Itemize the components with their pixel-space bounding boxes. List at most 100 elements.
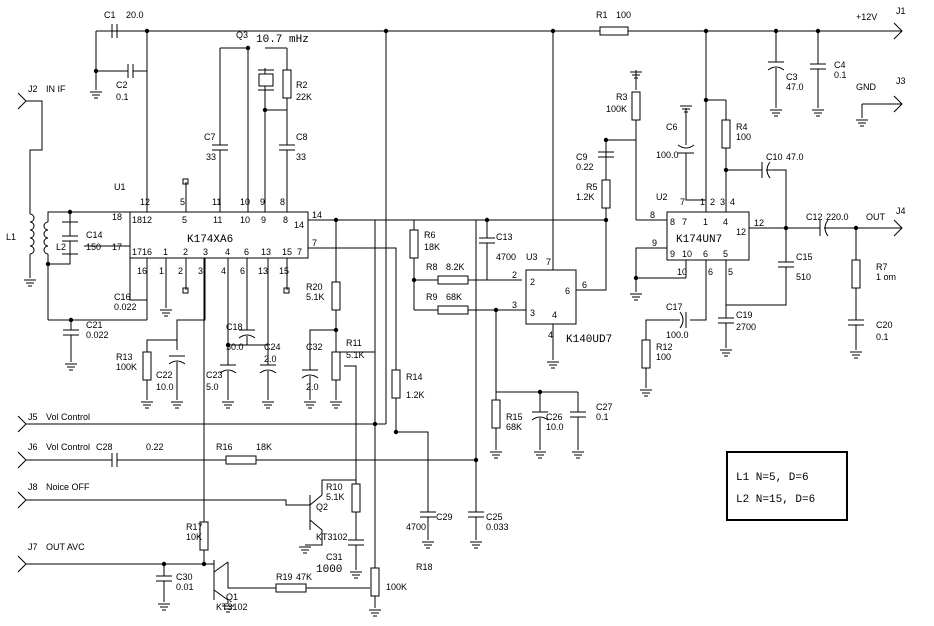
pin-u1-14: 14: [312, 210, 322, 220]
value-c2: 0.1: [116, 92, 129, 102]
value-c27: 0.1: [596, 412, 609, 422]
label-c12: C12: [806, 212, 823, 222]
label-j8: J8: [28, 482, 38, 492]
pin-u1-in-18: 18: [132, 215, 142, 225]
ic-u2: [666, 211, 750, 261]
label-c19: C19: [736, 310, 753, 320]
label-u3: U3: [526, 252, 538, 262]
resistor-r5: [601, 179, 611, 209]
value-q1: KT3102: [216, 602, 248, 612]
value-c20: 0.1: [876, 332, 889, 342]
value-r6: 18K: [424, 242, 440, 252]
resistor-r8: [437, 275, 469, 285]
resistor-r4: [721, 119, 731, 149]
label-c26: C26: [546, 412, 563, 422]
label-l2: L2: [56, 242, 66, 252]
value-q3: 10.7 mHz: [256, 34, 309, 46]
label-j4: J4: [896, 206, 906, 216]
crystal-q3: [258, 73, 274, 87]
value-c6: 100.0: [656, 150, 679, 160]
pin-u2-in-4: 4: [723, 217, 728, 227]
label-j7: J7: [28, 542, 38, 552]
label-u1-name: K174XA6: [187, 234, 233, 246]
pin-u2-12: 12: [754, 218, 764, 228]
value-c28: 0.22: [146, 442, 164, 452]
pin-u1-in-13: 13: [261, 247, 271, 257]
u1-top-wiring: [182, 47, 295, 212]
pin-u3-in-4: 4: [552, 310, 557, 320]
label-c2: C2: [116, 80, 128, 90]
label-u2-name: K174UN7: [676, 234, 722, 246]
pin-u1-5: 5: [180, 197, 185, 207]
pin-u2-in-1: 1: [703, 217, 708, 227]
label-r14: R14: [406, 372, 423, 382]
label-vol2: Vol Control: [46, 442, 90, 452]
value-c32: 2.0: [306, 382, 319, 392]
label-r19: R19: [276, 572, 293, 582]
pin-u3-in-2: 2: [530, 277, 535, 287]
value-c29: 4700: [406, 522, 426, 532]
label-c20: C20: [876, 320, 893, 330]
label-r7: R7: [876, 262, 888, 272]
junctions: [45, 28, 859, 567]
pin-u1-2: 2: [178, 266, 183, 276]
pin-u1-10: 10: [240, 197, 250, 207]
resistor-r15: [491, 399, 501, 429]
resistor-r16: [225, 455, 257, 465]
value-c12: 220.0: [826, 212, 849, 222]
pin-u1-11: 11: [212, 197, 221, 207]
label-q2: Q2: [316, 502, 328, 512]
pin-u3-7: 7: [546, 257, 551, 267]
value-q2: KT3102: [316, 532, 348, 542]
label-r13: R13: [116, 352, 133, 362]
pin-u2-in-5: 5: [723, 249, 728, 259]
pin-u2-4: 4: [730, 197, 735, 207]
legend-line2: L2 N=15, D=6: [736, 494, 815, 506]
label-r2: R2: [296, 80, 308, 90]
pin-u1-12: 12: [140, 197, 150, 207]
resistor-r6: [409, 229, 419, 259]
label-j5: J5: [28, 412, 38, 422]
pin-u3-in-3: 3: [530, 308, 535, 318]
value-c1: 20.0: [126, 10, 144, 20]
pin-u1-in-10: 10: [240, 215, 250, 225]
label-gnd: GND: [856, 82, 877, 92]
resistor-r1: [599, 26, 629, 36]
value-r15: 68K: [506, 422, 522, 432]
value-c8: 33: [296, 152, 306, 162]
label-c13: C13: [496, 232, 513, 242]
label-r12: R12: [656, 342, 673, 352]
value-c19: 2700: [736, 322, 756, 332]
value-r1: 100: [616, 10, 631, 20]
pin-u1-7: 7: [312, 238, 317, 248]
label-r11: R11: [346, 338, 362, 348]
label-r16: R16: [216, 442, 233, 452]
value-c7: 33: [206, 152, 216, 162]
lower-wiring: [17, 31, 484, 617]
vcc-rail: [96, 22, 903, 40]
resistor-r20: [331, 281, 341, 311]
resistor-r18: [370, 567, 380, 597]
label-c30: C30: [176, 572, 193, 582]
label-r3: R3: [616, 92, 628, 102]
coil-legend-box: [726, 451, 848, 521]
pin-u1-8: 8: [280, 197, 285, 207]
value-c14: 150: [86, 242, 101, 252]
pin-u1-in-11: 11: [213, 215, 222, 225]
label-in-if: IN IF: [46, 84, 66, 94]
pin-u1-in-7: 7: [297, 247, 302, 257]
label-c14: C14: [86, 230, 103, 240]
label-r20: R20: [306, 282, 323, 292]
label-c1: C1: [104, 10, 116, 20]
resistor-r7: [851, 259, 861, 289]
label-q1: Q1: [226, 592, 238, 602]
pin-u1-3: 3: [198, 266, 203, 276]
value-c26: 10.0: [546, 422, 564, 432]
label-u3-name: K140UD7: [566, 334, 612, 346]
value-r3: 100K: [606, 104, 627, 114]
pin-u1-in-15: 15: [282, 247, 292, 257]
label-out: OUT: [866, 212, 886, 222]
pin-u1-in-16: 16: [142, 247, 152, 257]
pin-u3-2: 2: [512, 270, 517, 280]
resistor-r12: [641, 339, 651, 369]
